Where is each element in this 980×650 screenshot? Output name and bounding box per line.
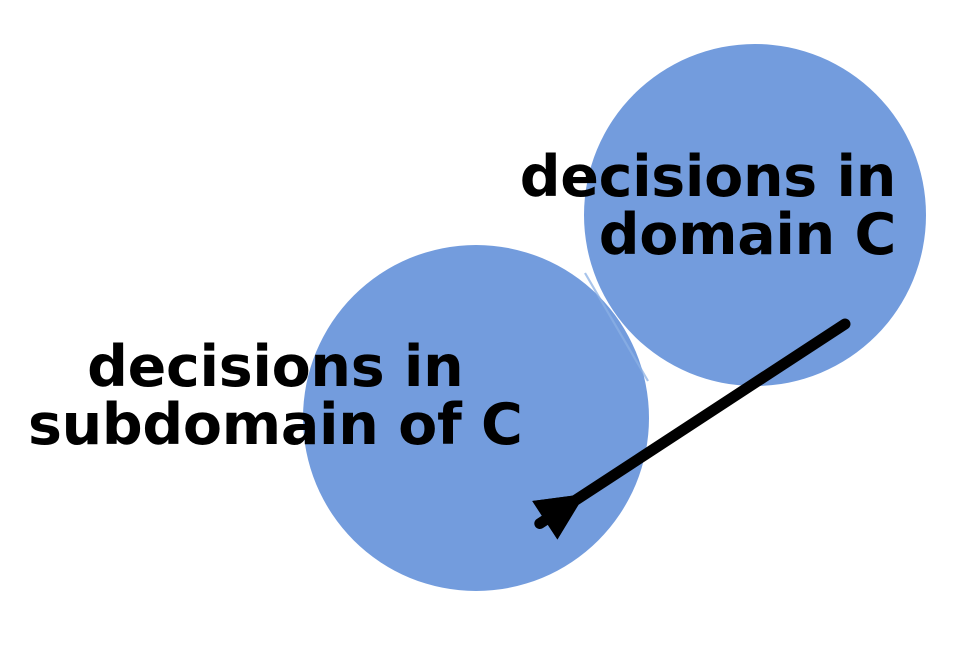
subdomain-c-label: decisions in subdomain of C (28, 338, 523, 454)
domain-c-label-line1: decisions in (519, 144, 897, 210)
subdomain-c-label-line2: subdomain of C (28, 392, 523, 459)
arrow-head-fill (532, 494, 585, 540)
circle-overlap-seam (584, 272, 649, 382)
containment-arrow[interactable] (532, 318, 851, 540)
domain-c-label: decisions in domain C (519, 144, 897, 269)
arrow-shaft (534, 318, 851, 530)
subdomain-c-label-line1: decisions in (87, 334, 464, 400)
domain-c-circle[interactable] (584, 44, 926, 386)
domain-c-label-line2: domain C (598, 202, 897, 269)
